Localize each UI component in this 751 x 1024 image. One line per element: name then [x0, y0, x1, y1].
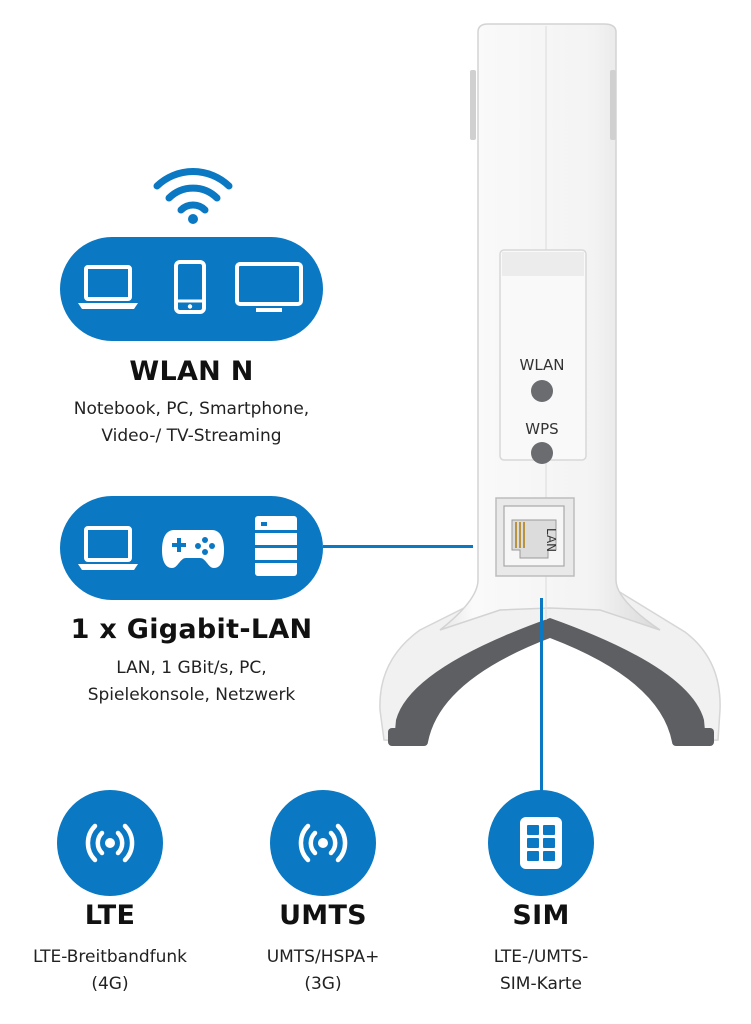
- sim-circle: [488, 790, 594, 896]
- lte-title: LTE: [84, 900, 136, 931]
- monitor-icon: [234, 261, 304, 315]
- lte-subtitle-2: (4G): [91, 974, 129, 994]
- umts-subtitle-2: (3G): [304, 974, 342, 994]
- lan-subtitle-2: Spielekonsole, Netzwerk: [87, 685, 296, 705]
- umts-subtitle-1: UMTS/HSPA+: [266, 947, 380, 967]
- laptop-icon: [76, 524, 140, 572]
- lan-port-label: LAN: [544, 528, 558, 553]
- sim-connector-line: [540, 598, 543, 794]
- lte-subtitle-1: LTE-Breitbandfunk: [32, 947, 188, 967]
- sim-subtitle-1: LTE-/UMTS-: [493, 947, 589, 967]
- lan-devices-pill: [60, 496, 323, 600]
- lte-circle: [57, 790, 163, 896]
- wlan-button-label: WLAN: [519, 356, 565, 374]
- wlan-button[interactable]: [531, 380, 555, 404]
- wifi-icon: [153, 166, 233, 224]
- sim-subtitle-2: SIM-Karte: [500, 974, 582, 994]
- smartphone-icon: [173, 259, 207, 315]
- lan-connector-line: [323, 545, 473, 548]
- wlan-title: WLAN N: [129, 356, 254, 387]
- sim-title: SIM: [512, 900, 570, 931]
- gamepad-icon: [160, 526, 226, 570]
- lte-router-device: [360, 20, 740, 760]
- signal-icon: [288, 818, 358, 868]
- lan-title: 1 x Gigabit-LAN: [70, 614, 313, 645]
- wps-button[interactable]: [531, 442, 555, 466]
- sim-card-icon: [518, 815, 564, 871]
- lan-subtitle-1: LAN, 1 GBit/s, PC,: [116, 658, 267, 678]
- wlan-devices-pill: [60, 237, 323, 341]
- umts-circle: [270, 790, 376, 896]
- laptop-icon: [76, 263, 140, 311]
- wlan-subtitle-1: Notebook, PC, Smartphone,: [73, 399, 310, 419]
- server-icon: [253, 514, 299, 578]
- wps-button-label: WPS: [525, 420, 559, 438]
- signal-icon: [75, 818, 145, 868]
- wlan-subtitle-2: Video-/ TV-Streaming: [101, 426, 282, 446]
- umts-title: UMTS: [279, 900, 367, 931]
